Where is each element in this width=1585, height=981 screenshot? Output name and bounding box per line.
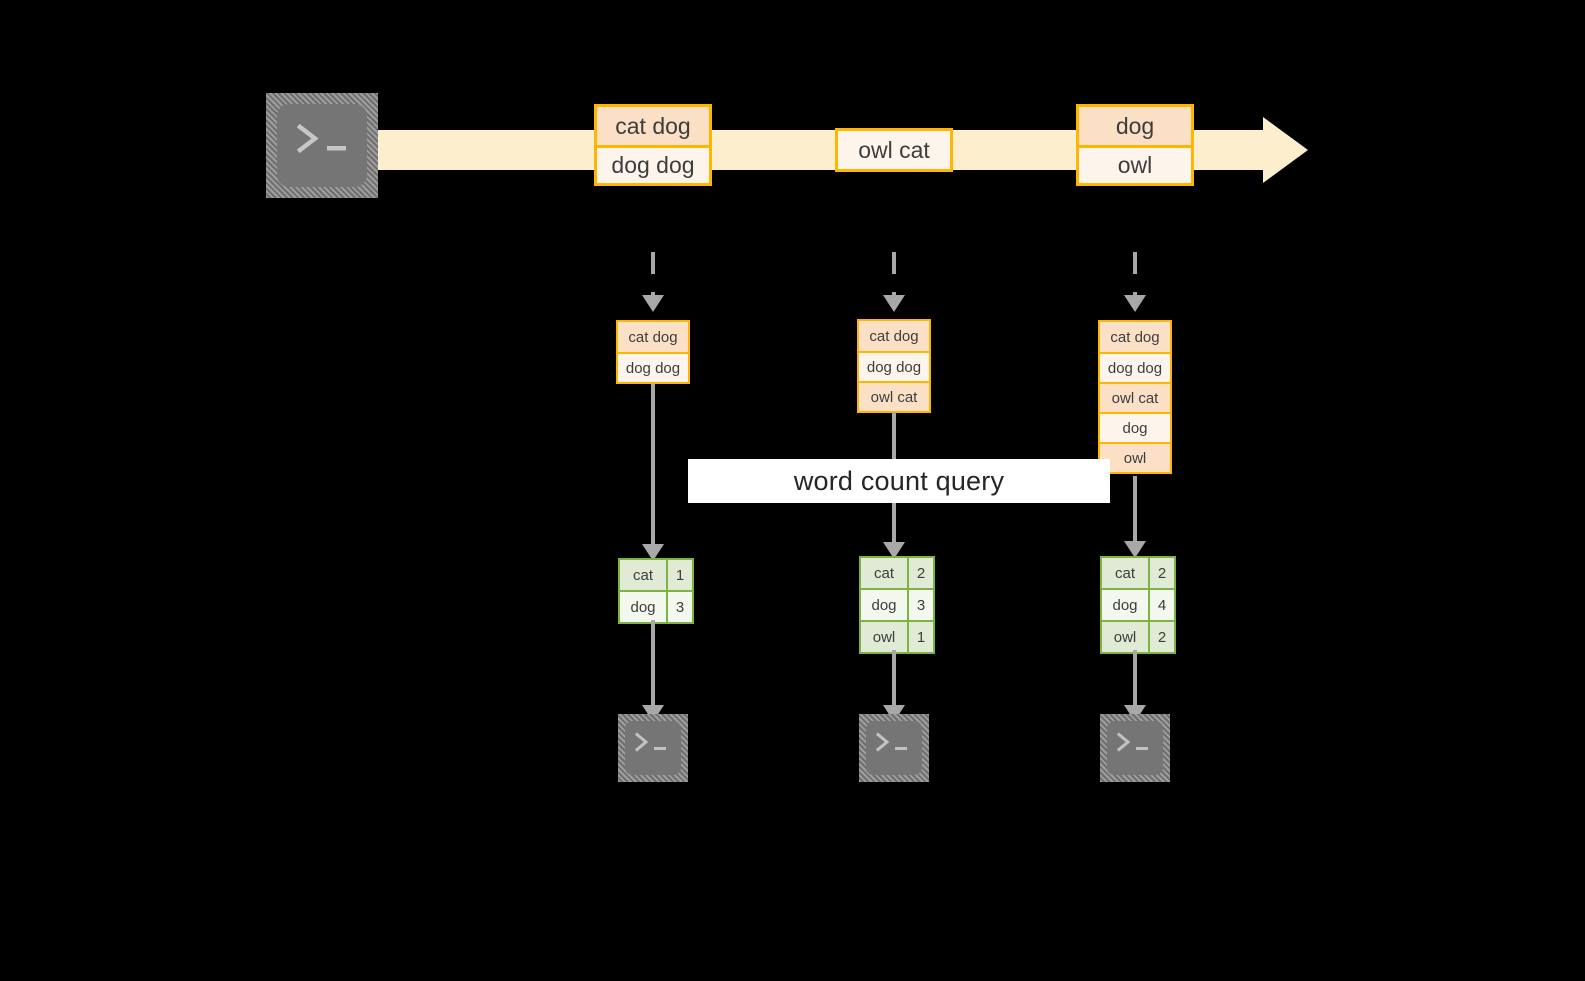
state-line: owl cat (859, 381, 929, 411)
state-stack[interactable]: cat dog dog dog owl cat dog owl (1098, 320, 1172, 474)
result-count: 2 (907, 558, 933, 588)
event-line: dog dog (597, 145, 709, 183)
result-word: dog (1102, 590, 1148, 620)
table-row: dog 3 (620, 590, 692, 622)
result-to-consumer-connector (651, 620, 655, 712)
stream-event-box[interactable]: owl cat (835, 128, 953, 172)
state-to-result-arrowhead-icon (883, 542, 905, 559)
result-count: 2 (1148, 558, 1174, 588)
result-word: owl (1102, 622, 1148, 652)
terminal-prompt-chevron-icon (874, 731, 896, 753)
table-row: dog 4 (1102, 588, 1174, 620)
table-row: cat 2 (1102, 558, 1174, 588)
state-line: cat dog (618, 322, 688, 352)
state-to-result-arrowhead-icon (1124, 541, 1146, 558)
state-stack[interactable]: cat dog dog dog owl cat (857, 319, 931, 413)
state-line: dog dog (859, 351, 929, 381)
consumer-terminal-icon (618, 714, 688, 782)
result-to-consumer-connector (892, 650, 896, 712)
state-line: dog dog (618, 352, 688, 382)
consumer-terminal-icon (859, 714, 929, 782)
result-count: 3 (907, 590, 933, 620)
result-word: dog (620, 592, 666, 622)
query-label: word count query (688, 459, 1110, 503)
result-count: 1 (666, 560, 692, 590)
result-count: 4 (1148, 590, 1174, 620)
result-table[interactable]: cat 2 dog 4 owl 2 (1100, 556, 1176, 654)
terminal-prompt-chevron-icon (294, 122, 328, 156)
state-line: cat dog (1100, 322, 1170, 352)
terminal-face (625, 721, 681, 775)
table-row: dog 3 (861, 588, 933, 620)
stream-to-state-connector (892, 252, 896, 297)
stream-to-state-arrowhead-icon (642, 295, 664, 312)
table-row: cat 1 (620, 560, 692, 590)
table-row: owl 2 (1102, 620, 1174, 652)
producer-terminal-icon (266, 93, 378, 198)
result-table[interactable]: cat 1 dog 3 (618, 558, 694, 624)
result-table[interactable]: cat 2 dog 3 owl 1 (859, 556, 935, 654)
terminal-prompt-chevron-icon (1115, 731, 1137, 753)
stream-event-box[interactable]: cat dog dog dog (594, 104, 712, 186)
consumer-terminal-icon (1100, 714, 1170, 782)
state-line: owl cat (1100, 382, 1170, 412)
state-to-result-arrowhead-icon (642, 544, 664, 561)
result-word: cat (861, 558, 907, 588)
terminal-prompt-chevron-icon (633, 731, 655, 753)
state-to-result-connector (1133, 476, 1137, 550)
event-line: cat dog (597, 107, 709, 145)
result-to-consumer-connector (1133, 650, 1137, 712)
terminal-face (1107, 721, 1163, 775)
stream-arrowhead-icon (1263, 117, 1308, 183)
result-count: 3 (666, 592, 692, 622)
result-word: cat (620, 560, 666, 590)
terminal-prompt-underscore-icon (326, 143, 350, 153)
state-line: dog (1100, 412, 1170, 442)
event-line: owl cat (838, 131, 950, 169)
terminal-face (866, 721, 922, 775)
result-word: owl (861, 622, 907, 652)
table-row: owl 1 (861, 620, 933, 652)
terminal-prompt-underscore-icon (894, 745, 910, 753)
stream-to-state-connector (1133, 252, 1137, 297)
state-stack[interactable]: cat dog dog dog (616, 320, 690, 384)
result-count: 2 (1148, 622, 1174, 652)
result-word: dog (861, 590, 907, 620)
result-word: cat (1102, 558, 1148, 588)
stream-to-state-arrowhead-icon (1124, 295, 1146, 312)
stream-to-state-connector (651, 252, 655, 297)
result-count: 1 (907, 622, 933, 652)
event-line: owl (1079, 145, 1191, 183)
state-line: cat dog (859, 321, 929, 351)
stream-event-box[interactable]: dog owl (1076, 104, 1194, 186)
table-row: cat 2 (861, 558, 933, 588)
state-line: dog dog (1100, 352, 1170, 382)
event-line: dog (1079, 107, 1191, 145)
state-to-result-connector (651, 384, 655, 550)
terminal-prompt-underscore-icon (1135, 745, 1151, 753)
stream-to-state-arrowhead-icon (883, 295, 905, 312)
terminal-prompt-underscore-icon (653, 745, 669, 753)
terminal-face (277, 104, 367, 187)
state-line: owl (1100, 442, 1170, 472)
